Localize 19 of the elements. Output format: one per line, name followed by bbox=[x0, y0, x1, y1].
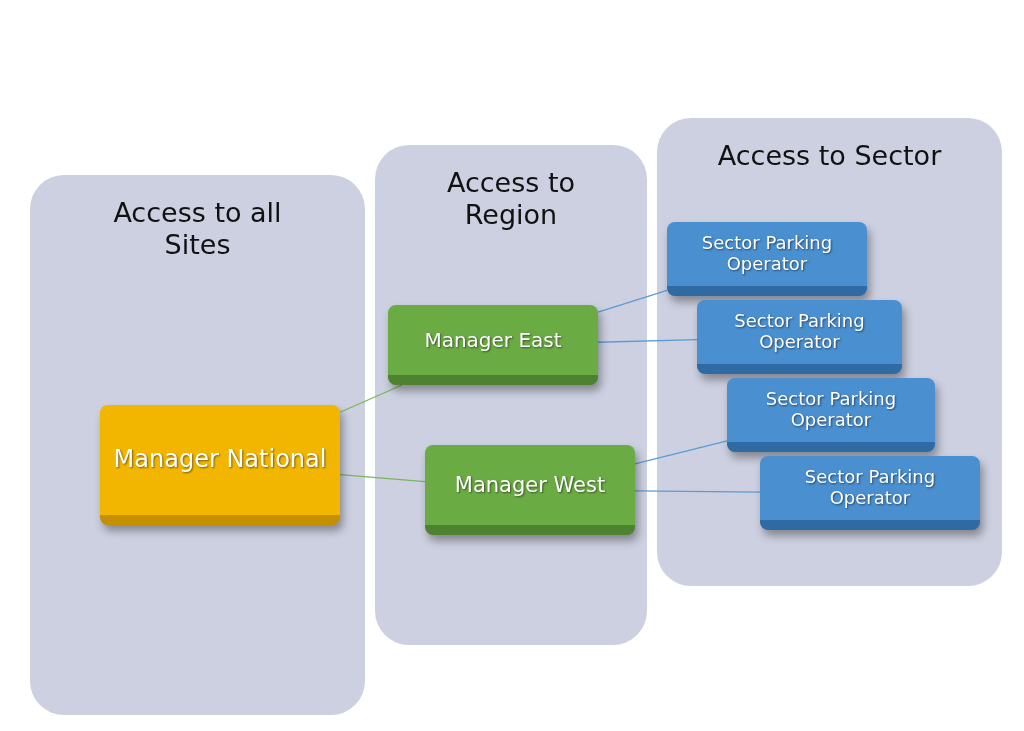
column-band bbox=[30, 175, 365, 715]
column-heading: Access to Sector bbox=[716, 140, 943, 173]
connector-line bbox=[339, 474, 426, 483]
column-band bbox=[375, 145, 647, 645]
role-box: Manager National bbox=[100, 405, 340, 525]
role-box: Sector Parking Operator bbox=[727, 378, 935, 452]
connector-line bbox=[597, 339, 698, 343]
column-band bbox=[657, 118, 1002, 586]
connector-line bbox=[597, 289, 668, 313]
connector-line bbox=[339, 384, 403, 413]
role-box: Manager East bbox=[388, 305, 598, 385]
role-box: Sector Parking Operator bbox=[760, 456, 980, 530]
role-box: Sector Parking Operator bbox=[697, 300, 902, 374]
column-heading: Access to all Sites bbox=[112, 197, 283, 262]
role-box: Manager West bbox=[425, 445, 635, 535]
connector-line bbox=[634, 490, 761, 493]
column-heading: Access to Region bbox=[445, 167, 577, 232]
role-box: Sector Parking Operator bbox=[667, 222, 867, 296]
connector-line bbox=[634, 440, 728, 465]
